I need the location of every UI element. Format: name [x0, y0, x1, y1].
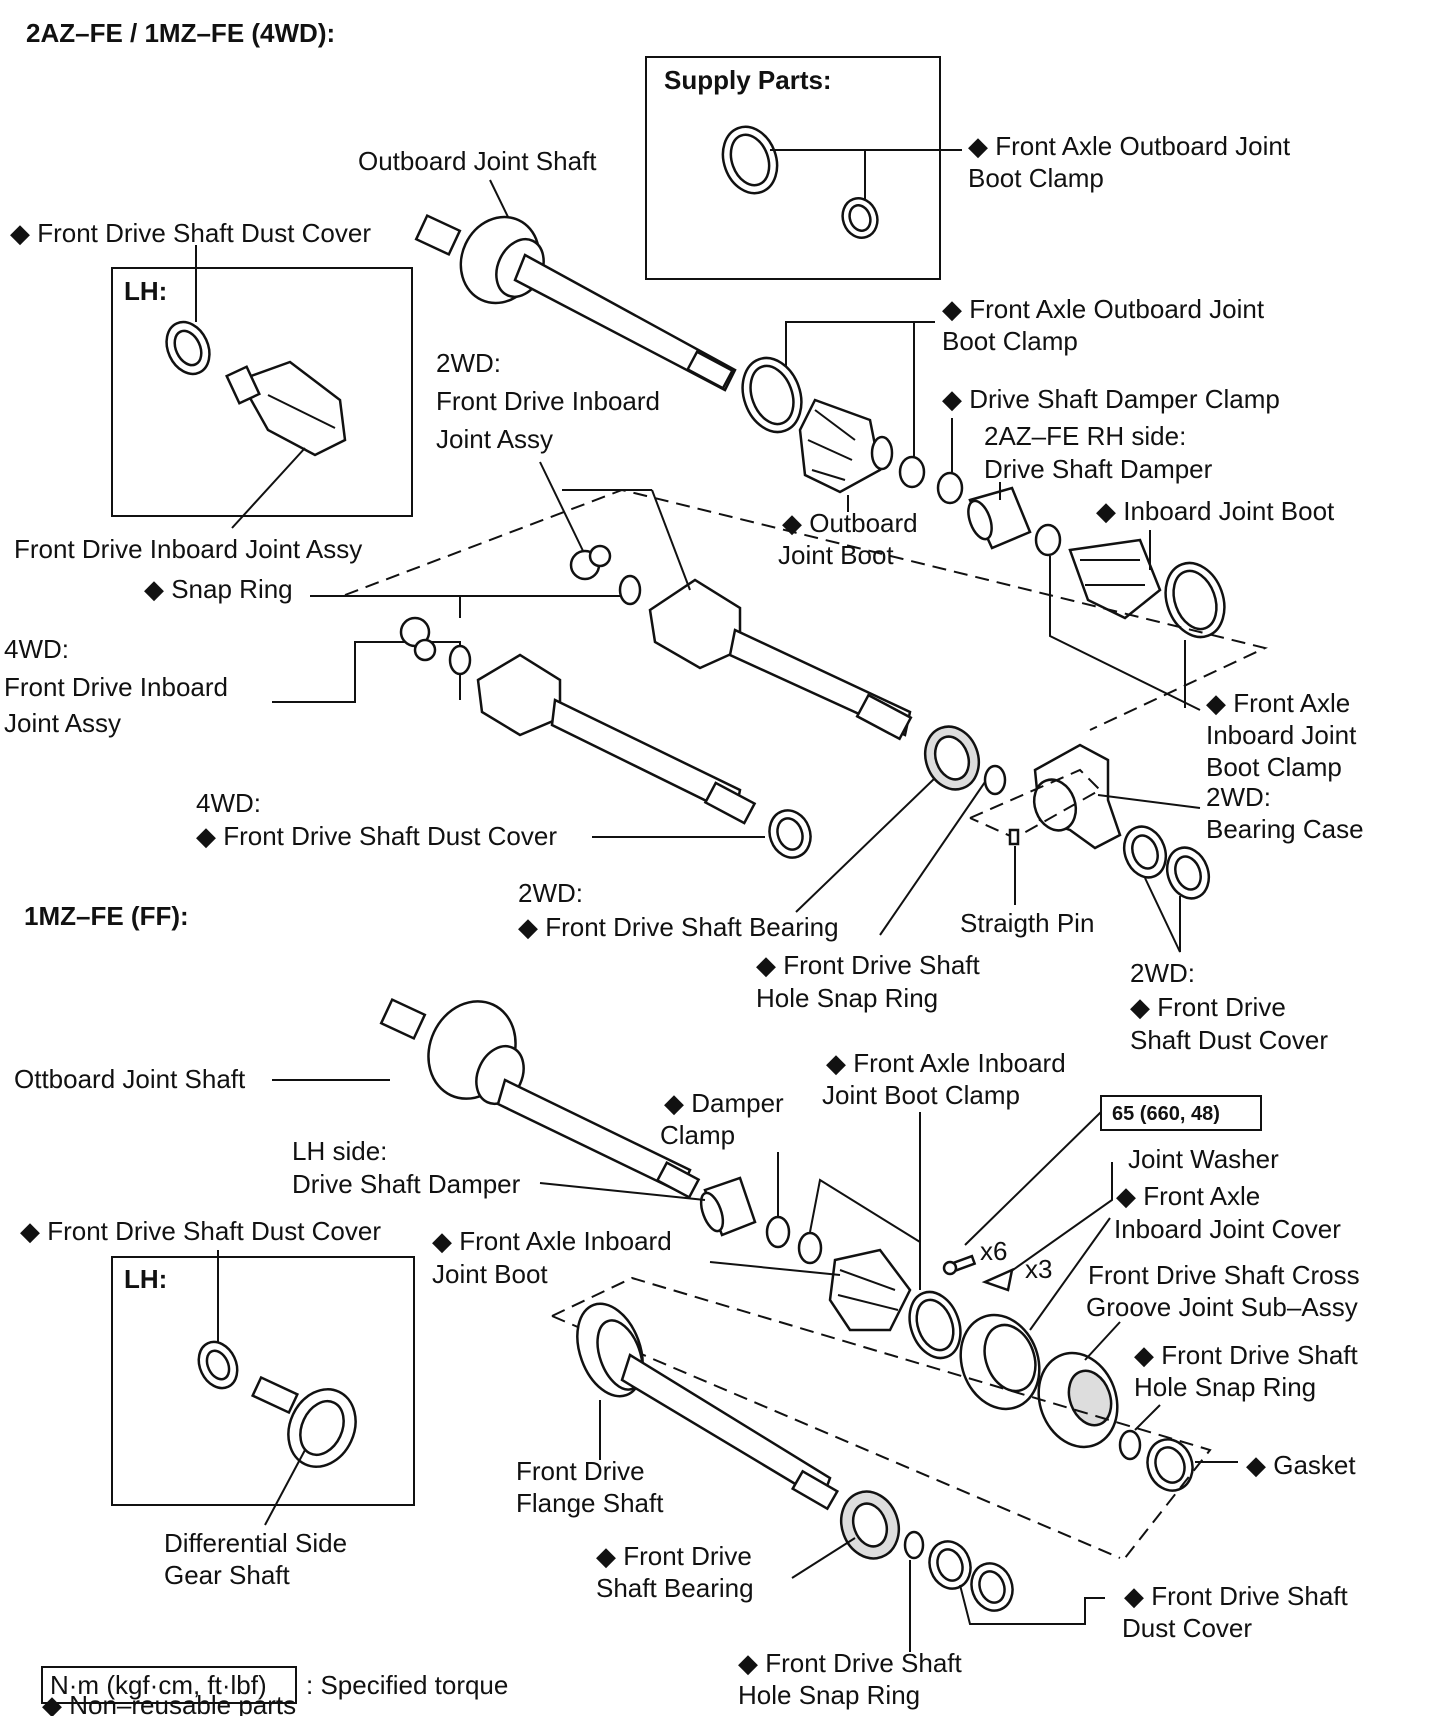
torque-spec-value: 65 (660, 48) [1112, 1103, 1220, 1125]
front-drive-flange-shaft [576, 1302, 840, 1511]
legend-torque-text: : Specified torque [306, 1670, 508, 1700]
lh-inset-bottom: LH: [111, 1256, 415, 1506]
label-outboard-joint-shaft: Outboard Joint Shaft [358, 146, 597, 176]
label-flange-shaft: Front Drive Flange Shaft [516, 1456, 664, 1518]
label-inboard-joint-boot: ◆ Inboard Joint Boot [1096, 496, 1335, 526]
supply-parts-heading: Supply Parts: [664, 65, 832, 95]
label-joint-washer: Joint Washer [1128, 1144, 1279, 1174]
label-snap-ring: ◆ Snap Ring [144, 574, 293, 604]
label-gasket: ◆ Gasket [1246, 1450, 1356, 1480]
bearing-case [969, 743, 1122, 850]
legend: N·m (kgf·cm, ft·lbf) : Specified torque … [41, 1666, 508, 1716]
label-inboard-joint-cover: ◆ Front Axle Inboard Joint Cover [1114, 1181, 1341, 1244]
label-damper-clamp-bottom: ◆ Damper Clamp [660, 1088, 791, 1150]
label-inboard-joint-assy-lh: Front Drive Inboard Joint Assy [14, 534, 362, 564]
label-diff-side-gear-shaft: Differential Side Gear Shaft [164, 1528, 354, 1590]
legend-torque-box [41, 1666, 297, 1704]
label-dust-cover-top-lh: ◆ Front Drive Shaft Dust Cover [10, 218, 371, 248]
label-hole-snap-ring-bottom: ◆ Front Drive Shaft Hole Snap Ring [738, 1648, 969, 1710]
label-supply-boot-clamp: ◆ Front Axle Outboard Joint Boot Clamp [968, 131, 1297, 193]
lh-heading-bottom: LH: [124, 1264, 167, 1294]
bolt-x6 [942, 1254, 977, 1276]
label-lh-damper: LH side: Drive Shaft Damper [292, 1136, 521, 1199]
inboard-joint-boot-bottom [828, 1248, 962, 1360]
outboard-joint-shaft-bottom [379, 997, 701, 1199]
legend-nonreusable: ◆ Non–reusable parts [42, 1690, 296, 1716]
4wd-inboard-joint-assy [399, 616, 757, 825]
supply-parts-box: Supply Parts: [645, 56, 962, 280]
inboard-joint-boot-top [1068, 538, 1226, 639]
label-inboard-boot-clamp-bottom: ◆ Front Axle Inboard Joint Boot Clamp [822, 1048, 1073, 1110]
label-ottboard-joint-shaft: Ottboard Joint Shaft [14, 1064, 246, 1094]
label-hole-snap-ring-top: ◆ Front Drive Shaft Hole Snap Ring [756, 950, 987, 1013]
label-outboard-boot-clamp: ◆ Front Axle Outboard Joint Boot Clamp [942, 294, 1271, 356]
label-x3: x3 [1025, 1254, 1052, 1284]
legend-torque-unit: N·m (kgf·cm, ft·lbf) [50, 1670, 267, 1700]
label-hole-snap-ring-right: ◆ Front Drive Shaft Hole Snap Ring [1134, 1340, 1365, 1402]
label-inboard-boot-bottom: ◆ Front Axle Inboard Joint Boot [432, 1226, 679, 1289]
2wd-inboard-joint-assy [569, 544, 913, 741]
label-cross-groove-joint: Front Drive Shaft Cross Groove Joint Sub… [1086, 1260, 1367, 1322]
section-title-ff: 1MZ–FE (FF): [24, 901, 189, 931]
lh-heading-top: LH: [124, 276, 167, 306]
section-title-4wd: 2AZ–FE / 1MZ–FE (4WD): [26, 18, 335, 48]
lh-inset-top: LH: [111, 267, 413, 517]
label-straight-pin: Straigth Pin [960, 908, 1094, 938]
label-x6: x6 [980, 1236, 1007, 1266]
label-dust-cover-bottom-lh: ◆ Front Drive Shaft Dust Cover [20, 1216, 381, 1246]
label-outboard-joint-boot: ◆ Outboard Joint Boot [778, 508, 925, 570]
label-inboard-boot-clamp: ◆ Front Axle Inboard Joint Boot Clamp [1206, 688, 1364, 782]
outboard-joint-boot-top [798, 398, 894, 494]
label-4wd-dust-cover: 4WD: ◆ Front Drive Shaft Dust Cover [196, 788, 557, 851]
label-2wd-dust-cover: 2WD: ◆ Front Drive Shaft Dust Cover [1130, 958, 1328, 1055]
drive-shaft-damper-top [967, 486, 1032, 550]
label-2wd-inboard-assy: 2WD: Front Drive Inboard Joint Assy [436, 348, 667, 454]
label-4wd-inboard-assy: 4WD: Front Drive Inboard Joint Assy [4, 634, 235, 738]
label-bearing-bottom: ◆ Front Drive Shaft Bearing [596, 1541, 759, 1603]
label-rh-damper: 2AZ–FE RH side: Drive Shaft Damper [984, 421, 1213, 484]
label-2wd-bearing: 2WD: ◆ Front Drive Shaft Bearing [518, 878, 839, 942]
label-damper-clamp-top: ◆ Drive Shaft Damper Clamp [942, 384, 1280, 414]
label-bearing-case: 2WD: Bearing Case [1206, 782, 1364, 844]
outboard-joint-shaft-top [414, 213, 737, 392]
label-dust-cover-bottom-right: ◆ Front Drive Shaft Dust Cover [1122, 1581, 1355, 1643]
